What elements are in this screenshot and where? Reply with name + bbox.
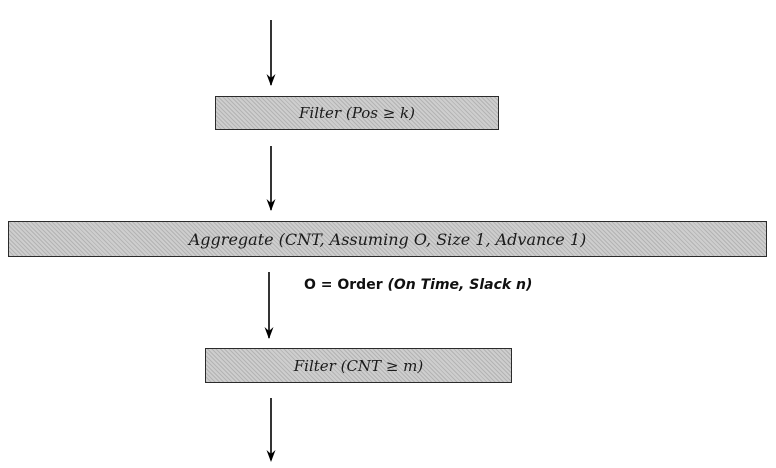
arrow-into-filter-pos — [266, 20, 276, 86]
filter-pos-node: Filter (Pos ≥ k) — [215, 96, 499, 130]
arrow-aggregate-to-filter-cnt — [264, 272, 274, 339]
order-annotation: O = Order (On Time, Slack n) — [304, 277, 532, 293]
aggregate-node: Aggregate (CNT, Assuming O, Size 1, Adva… — [8, 221, 767, 257]
arrow-filter-pos-to-aggregate — [266, 146, 276, 211]
arrow-out-of-filter-cnt — [266, 398, 276, 462]
order-annotation-suffix: (On Time, Slack n) — [382, 277, 533, 293]
filter-pos-label: Filter (Pos ≥ k) — [299, 104, 415, 122]
aggregate-label: Aggregate (CNT, Assuming O, Size 1, Adva… — [188, 229, 587, 249]
filter-cnt-label: Filter (CNT ≥ m) — [293, 356, 424, 375]
order-annotation-prefix: O = Order — [304, 277, 383, 293]
filter-cnt-node: Filter (CNT ≥ m) — [205, 348, 512, 383]
